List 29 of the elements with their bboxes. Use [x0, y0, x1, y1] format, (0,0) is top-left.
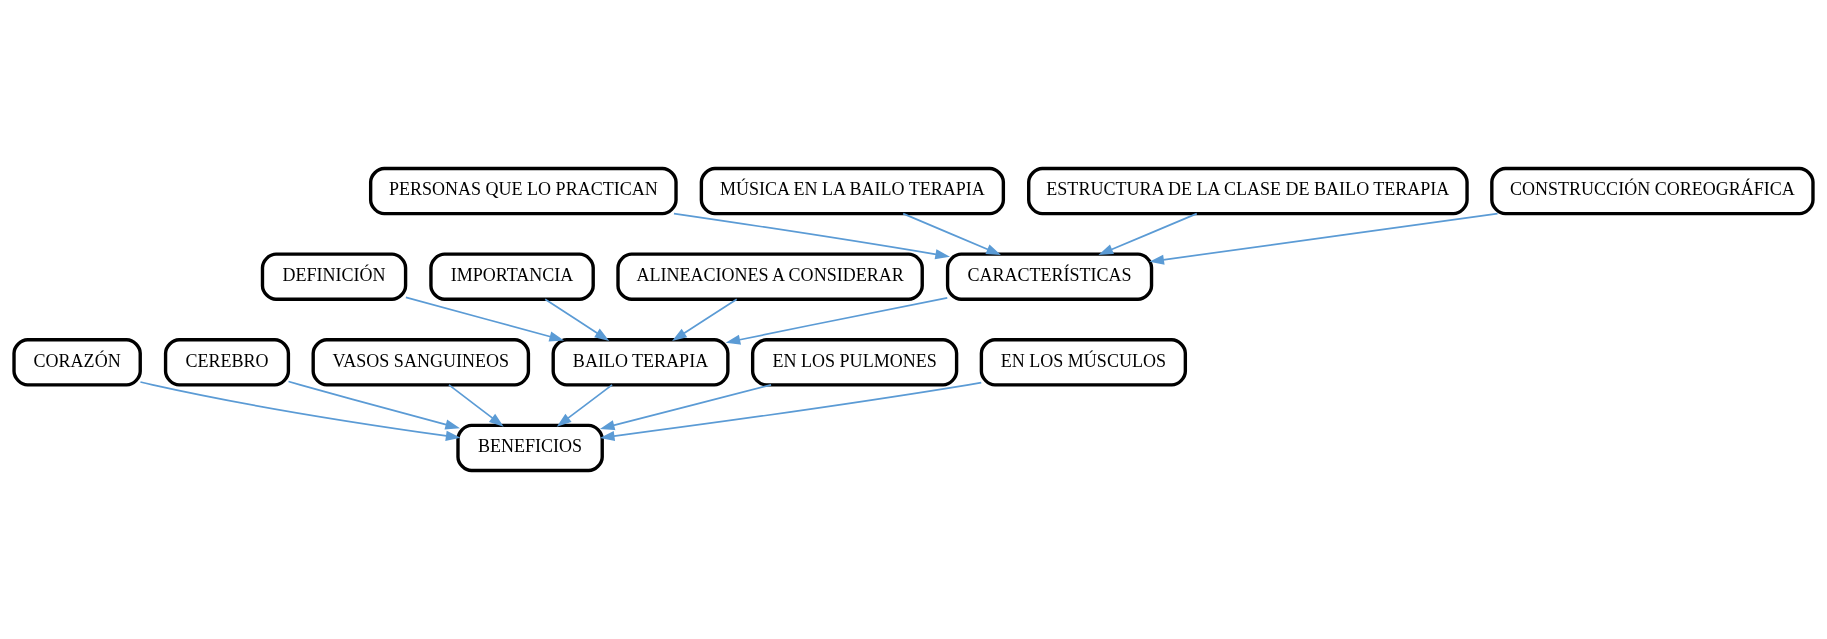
arrow [287, 380, 460, 430]
arrow [139, 381, 461, 441]
node-box: IMPORTANCIA [429, 252, 595, 301]
arrow [673, 212, 950, 260]
arrow [599, 384, 772, 431]
arrow [448, 384, 504, 427]
node-box: MÚSICA EN LA BAILO TERAPIA [699, 166, 1006, 216]
node-box: CARACTERÍSTICAS [945, 252, 1154, 301]
arrow [599, 381, 983, 442]
arrow [1098, 212, 1198, 255]
arrow [672, 298, 738, 341]
node-box: EN LOS MÚSCULOS [979, 338, 1188, 387]
node-box: PERSONAS QUE LO PRACTICAN [368, 166, 678, 216]
node-box: ALINEACIONES A CONSIDERAR [616, 252, 924, 301]
arrow [725, 297, 949, 345]
node-box: BENEFICIOS [456, 423, 604, 473]
node-box: CONSTRUCCIÓN COREOGRÁFICA [1490, 166, 1815, 216]
node-box: BAILO TERAPIA [551, 338, 730, 387]
node-box: VASOS SANGUINEOS [311, 338, 531, 387]
arrow [544, 298, 610, 341]
arrow [902, 212, 1001, 255]
arrow [405, 296, 565, 342]
arrow [1149, 212, 1499, 265]
node-box: CORAZÓN [12, 338, 142, 387]
node-box: DEFINICIÓN [260, 252, 408, 301]
node-box: ESTRUCTURA DE LA CLASE DE BAILO TERAPIA [1027, 166, 1469, 216]
node-box: CEREBRO [163, 338, 291, 387]
node-box: EN LOS PULMONES [750, 338, 959, 387]
arrow [556, 384, 613, 427]
